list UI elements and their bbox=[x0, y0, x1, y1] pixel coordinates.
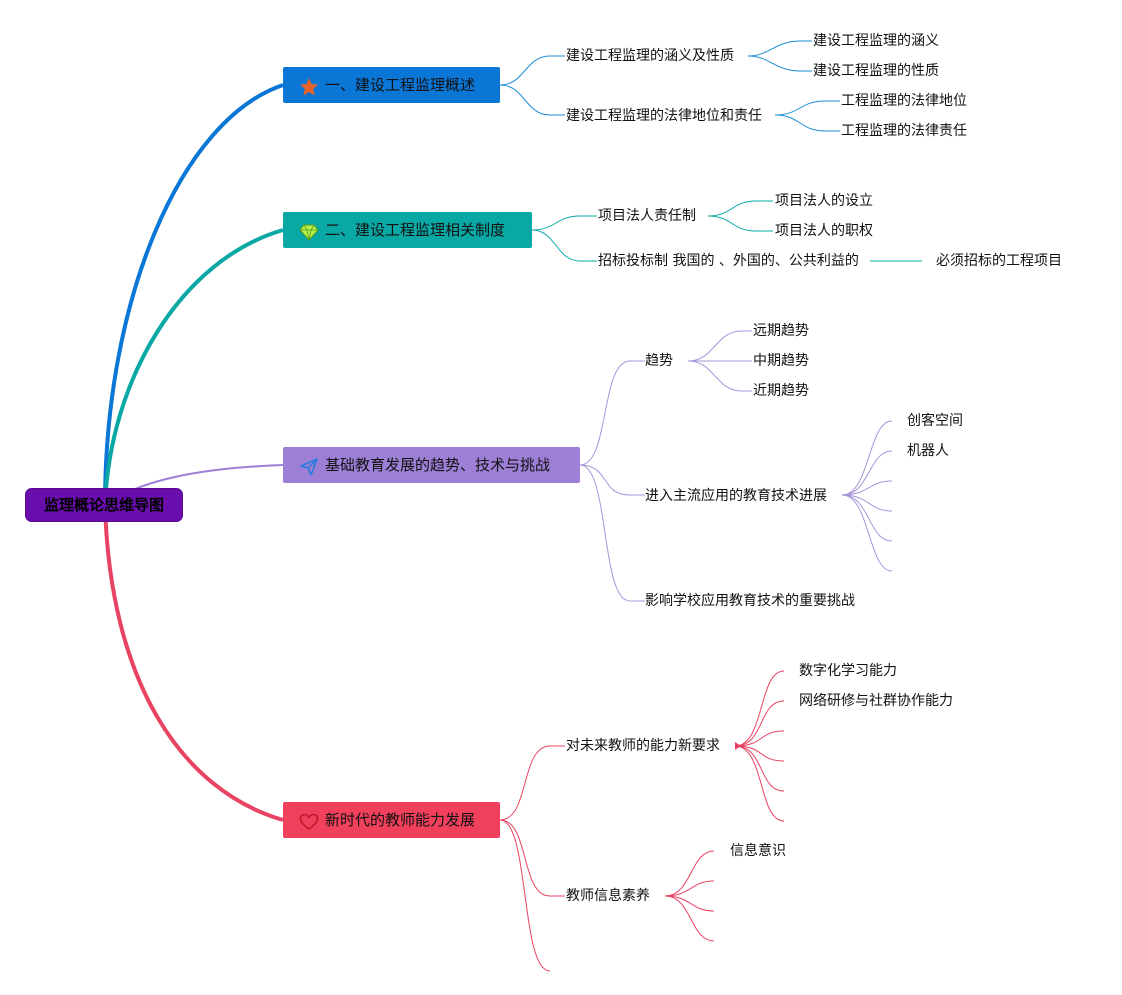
link-root-b4 bbox=[103, 504, 284, 822]
topic-node[interactable]: 进入主流应用的教育技术进展 bbox=[645, 488, 827, 504]
leaf-node[interactable]: 中期趋势 bbox=[753, 353, 809, 369]
leaf-node[interactable]: 项目法人的设立 bbox=[775, 193, 873, 209]
leaf-node[interactable]: 数字化学习能力 bbox=[799, 663, 897, 679]
leaf-node[interactable]: 远期趋势 bbox=[753, 323, 809, 339]
topic-node[interactable]: 建设工程监理的涵义及性质 bbox=[566, 48, 734, 64]
leaf-node[interactable]: 信息意识 bbox=[730, 843, 786, 859]
branch-label: 一、建设工程监理概述 bbox=[325, 76, 476, 94]
topic-node[interactable]: 招标投标制 我国的 、外国的、公共利益的 bbox=[598, 253, 859, 269]
heart-icon bbox=[299, 809, 321, 830]
gem-icon bbox=[299, 219, 321, 241]
send-icon bbox=[299, 454, 321, 476]
leaf-node[interactable]: 创客空间 bbox=[907, 413, 963, 429]
branch-node-1[interactable]: 一、建设工程监理概述 bbox=[283, 67, 500, 103]
root-node[interactable]: 监理概论思维导图 bbox=[25, 488, 183, 522]
topic-node[interactable]: 影响学校应用教育技术的重要挑战 bbox=[645, 593, 855, 609]
topic-node[interactable]: 项目法人责任制 bbox=[598, 208, 696, 224]
leaf-node[interactable]: 工程监理的法律责任 bbox=[841, 123, 967, 139]
leaf-node[interactable]: 近期趋势 bbox=[753, 383, 809, 399]
branch-label: 新时代的教师能力发展 bbox=[325, 811, 476, 829]
topic-node[interactable]: 对未来教师的能力新要求 bbox=[566, 738, 720, 754]
leaf-node[interactable]: 机器人 bbox=[907, 443, 949, 459]
leaf-node[interactable]: 工程监理的法律地位 bbox=[841, 93, 967, 109]
leaf-node[interactable]: 项目法人的职权 bbox=[775, 223, 873, 239]
link-root-b2 bbox=[103, 228, 284, 506]
branch-node-4[interactable]: 新时代的教师能力发展 bbox=[283, 802, 500, 838]
leaf-node[interactable]: 网络研修与社群协作能力 bbox=[799, 693, 953, 709]
topic-node[interactable]: 趋势 bbox=[645, 353, 673, 369]
leaf-node[interactable]: 必须招标的工程项目 bbox=[936, 253, 1062, 269]
branch-node-2[interactable]: 二、建设工程监理相关制度 bbox=[283, 212, 532, 248]
branch-label: 基础教育发展的趋势、技术与挑战 bbox=[325, 456, 551, 474]
branch-label: 二、建设工程监理相关制度 bbox=[325, 221, 506, 239]
topic-node[interactable]: 建设工程监理的法律地位和责任 bbox=[566, 108, 762, 124]
leaf-node[interactable]: 建设工程监理的涵义 bbox=[813, 33, 939, 49]
link-root-b1 bbox=[103, 83, 284, 506]
star-icon bbox=[299, 74, 321, 95]
topic-node[interactable]: 教师信息素养 bbox=[566, 888, 650, 904]
leaf-node[interactable]: 建设工程监理的性质 bbox=[813, 63, 939, 79]
branch-node-3[interactable]: 基础教育发展的趋势、技术与挑战 bbox=[283, 447, 580, 483]
